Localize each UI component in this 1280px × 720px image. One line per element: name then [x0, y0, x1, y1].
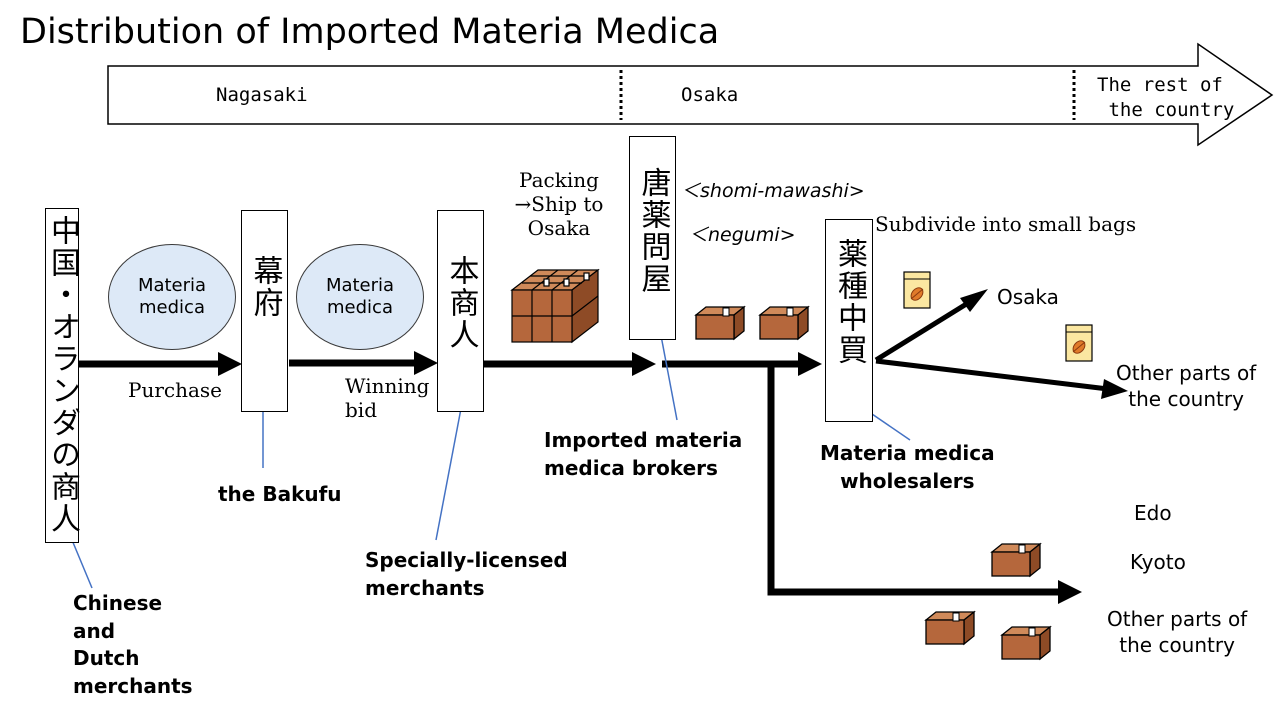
page-title: Distribution of Imported Materia Medica [20, 12, 720, 52]
brokers-label: Imported materia medica brokers [544, 428, 743, 480]
leader-brokers [658, 324, 678, 421]
chinese-dutch-merchants-box: 中国・オランダの商人 [45, 208, 80, 543]
packed-boxes-icon [510, 268, 600, 344]
medicine-box-icon [991, 543, 1041, 577]
shomi-mawashi-label: ＜shomi-mawashi> [681, 180, 865, 202]
stage-nagasaki: Nagasaki [216, 84, 308, 106]
destination-osaka: Osaka [997, 285, 1059, 309]
leader-chinese-dutch [71, 539, 93, 589]
stage-arrow [107, 42, 1274, 147]
licensed-merchants-box: 本商人 [437, 210, 484, 412]
destination-other-parts-2: Other parts of the country [1107, 607, 1248, 657]
wholesalers-label: Materia medica wholesalers [820, 441, 995, 493]
arrow-to-other-parts [875, 358, 1109, 392]
brokers-box: 唐薬問屋 [629, 136, 676, 340]
brokers-box-label: 唐薬問屋 [635, 167, 671, 295]
flow-arrow-branch [767, 364, 1060, 596]
medicine-box-icon [925, 611, 975, 645]
purchase-label: Purchase [128, 378, 223, 402]
wholesalers-box-label: 薬種中買 [832, 238, 867, 366]
arrow-to-osaka [874, 300, 970, 363]
licensed-merchants-box-label: 本商人 [443, 255, 479, 351]
destination-edo: Edo [1134, 501, 1172, 525]
medicine-box-icon [759, 306, 809, 340]
bakufu-box: 幕府 [241, 210, 288, 412]
destination-other-parts-1: Other parts of the country [1116, 361, 1257, 411]
chinese-dutch-merchants-box-label: 中国・オランダの商人 [45, 215, 80, 535]
wholesalers-box: 薬種中買 [825, 219, 873, 422]
materia-medica-ellipse-2: Materia medica [296, 244, 424, 350]
medicine-box-icon [695, 306, 745, 340]
specially-licensed-label: Specially-licensed merchants [365, 548, 568, 600]
stage-osaka: Osaka [681, 84, 739, 106]
destination-kyoto: Kyoto [1130, 550, 1186, 574]
chinese-dutch-merchants-label: Chinese and Dutch merchants [73, 591, 193, 698]
subdivide-label: Subdivide into small bags [875, 212, 1137, 236]
bakufu-box-label: 幕府 [247, 255, 283, 319]
small-bag-icon [1065, 324, 1093, 362]
packing-label: Packing →Ship to Osaka [514, 168, 604, 240]
winning-bid-label: Winning bid [345, 374, 430, 422]
leader-specially [435, 397, 464, 541]
small-bag-icon [903, 271, 931, 309]
medicine-box-icon [1001, 626, 1051, 660]
bakufu-label: the Bakufu [218, 482, 342, 506]
materia-medica-ellipse-1: Materia medica [108, 244, 236, 350]
negumi-label: ＜negumi> [689, 224, 796, 246]
stage-rest-of-country: The rest of the country [1097, 74, 1235, 121]
